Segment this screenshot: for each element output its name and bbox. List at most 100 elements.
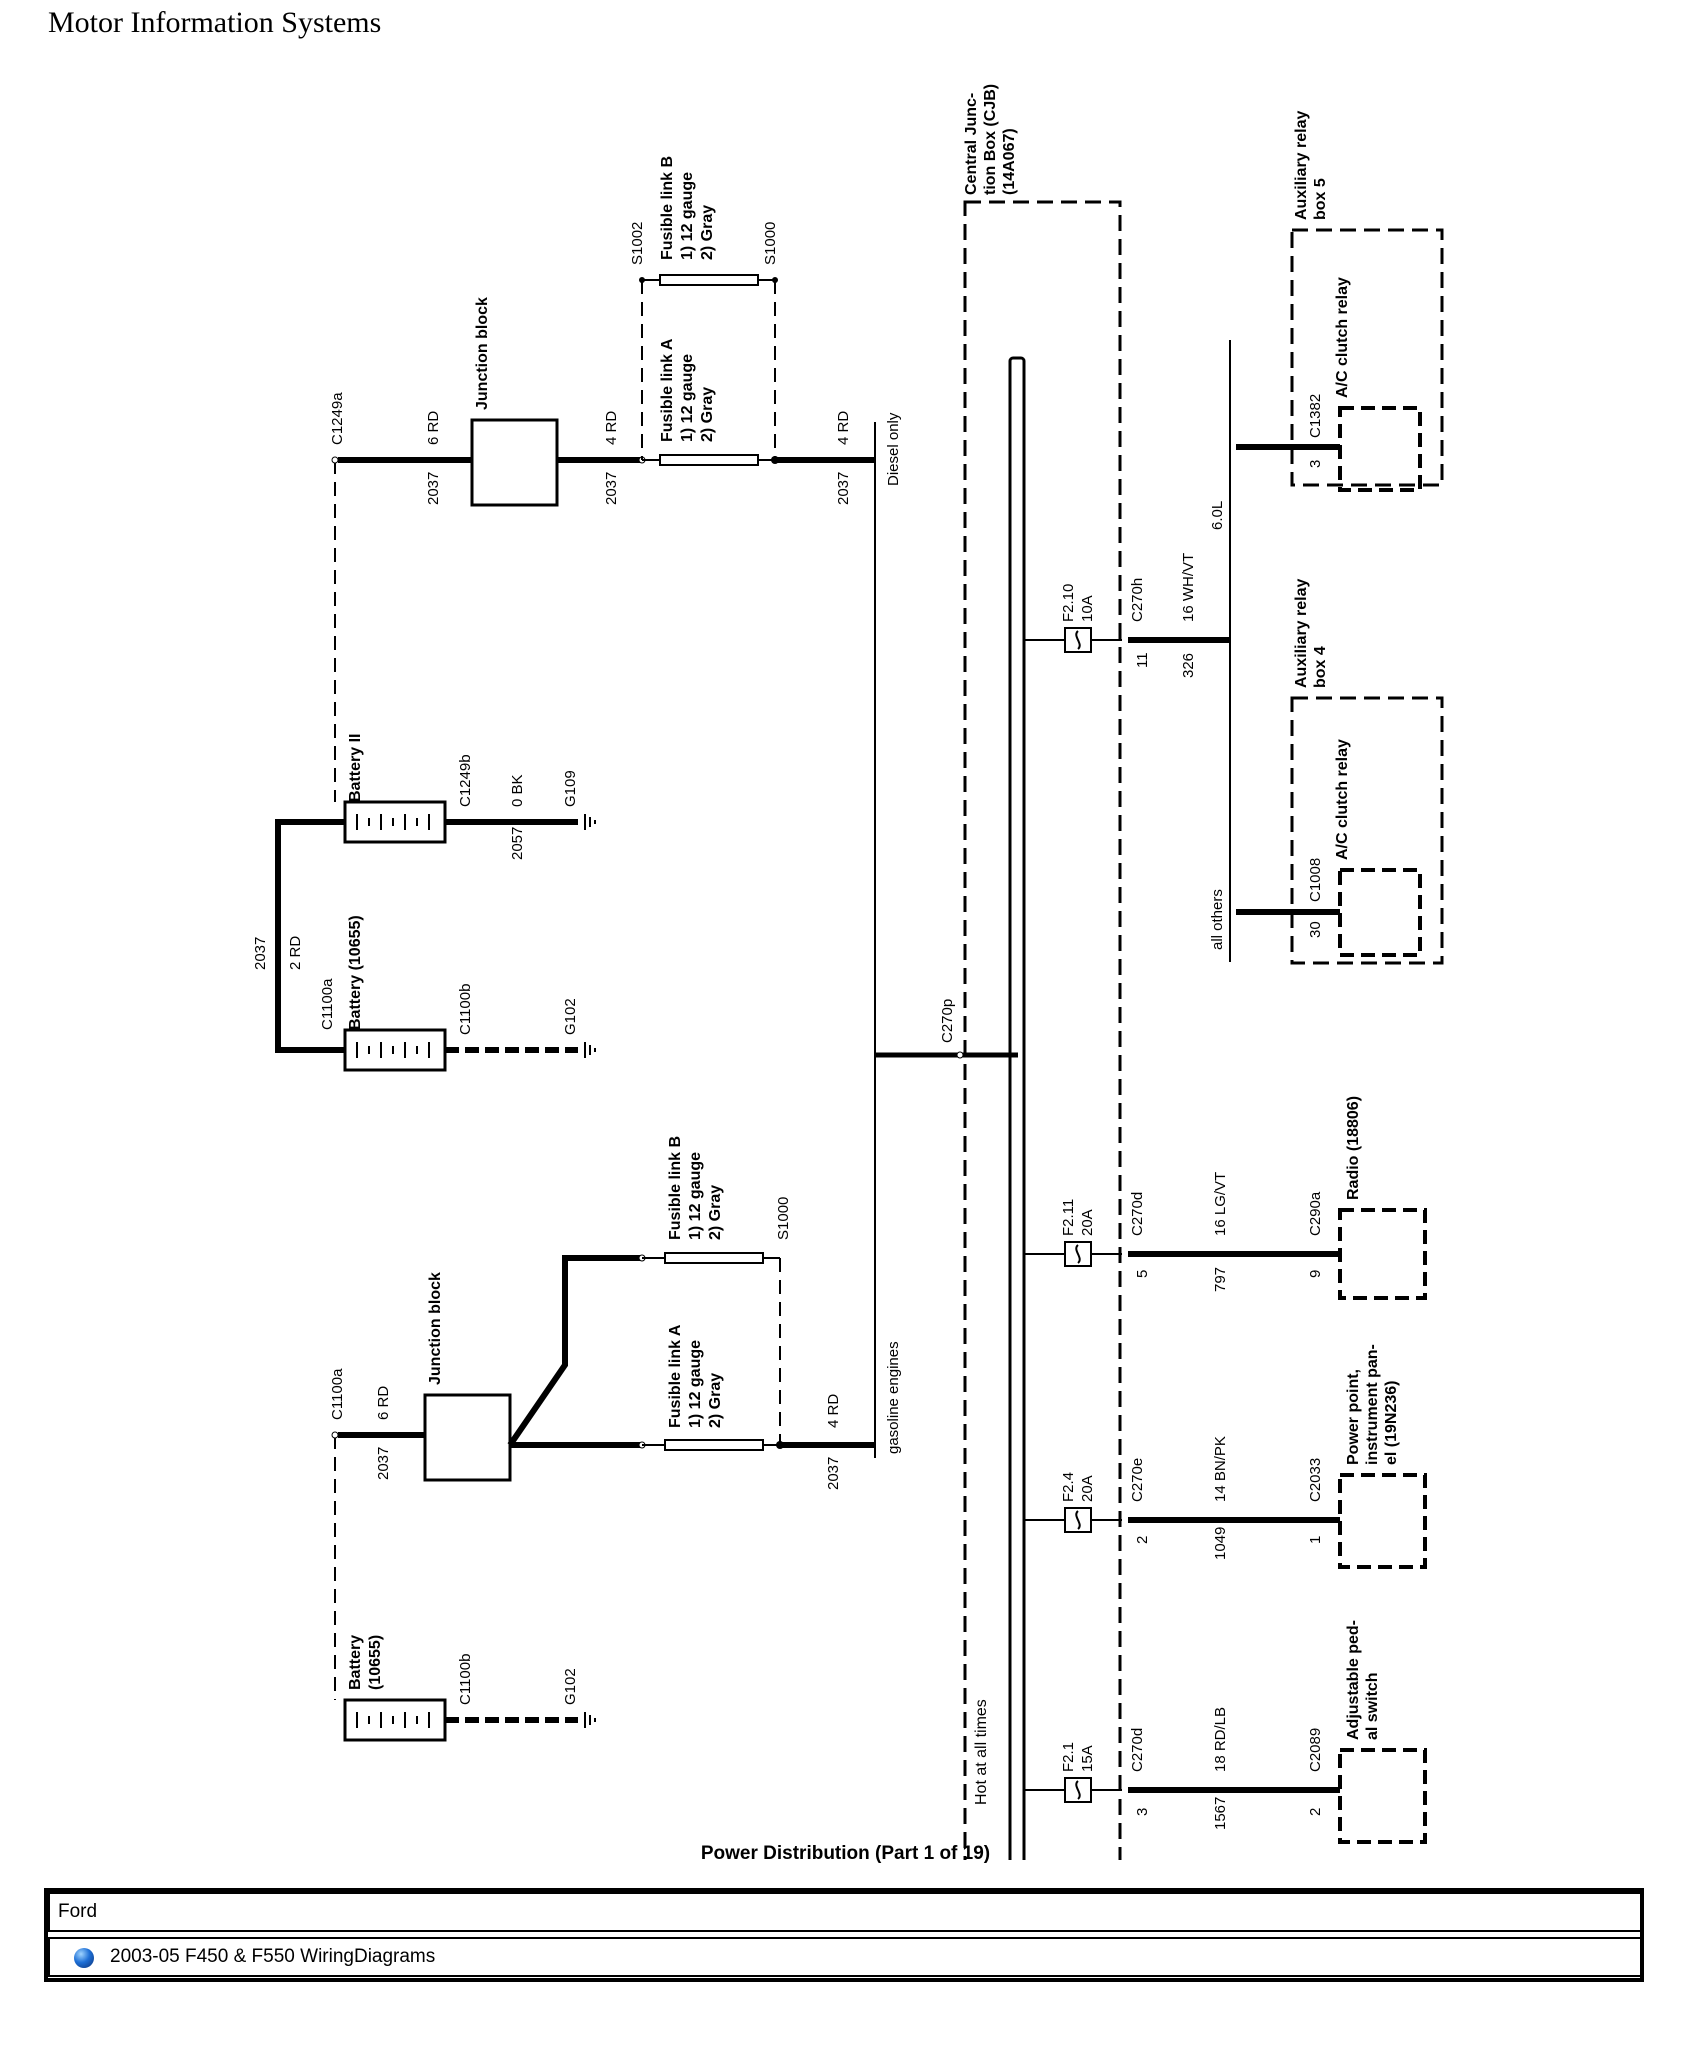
diesel-battery1-conn: C1100b bbox=[457, 984, 474, 1035]
diesel-battery2: Battery II bbox=[347, 734, 364, 802]
fuse-f2-1-connector: C270d bbox=[1129, 1728, 1146, 1772]
relay-box-5-title-2: box 5 bbox=[1312, 178, 1329, 220]
gas-link-a-color: 2) Gray bbox=[707, 1373, 724, 1428]
fuse-f2-10-pin: 11 bbox=[1134, 652, 1151, 668]
footer-document-title[interactable]: 2003-05 F450 & F550 WiringDiagrams bbox=[110, 1946, 436, 1967]
globe-icon bbox=[74, 1948, 94, 1968]
wiring-diagram: Central Junc- tion Box (CJB) (14A067) Ho… bbox=[0, 50, 1691, 1860]
fuse-f2-11-connector: C270d bbox=[1129, 1192, 1146, 1236]
diesel-splice-b: S1000 bbox=[762, 222, 779, 265]
fuse-f2-4-dest-pin: 1 bbox=[1307, 1536, 1324, 1544]
fuse-f2-4-amps: 20A bbox=[1079, 1475, 1096, 1502]
diesel-jb-out-wire: 4 RD bbox=[603, 411, 620, 445]
fuse-f2-4-wire: 14 BN/PK bbox=[1212, 1436, 1229, 1502]
fuse-f2-1-dest-line1: Adjustable ped- bbox=[1345, 1620, 1362, 1740]
gas-link-b-color: 2) Gray bbox=[707, 1185, 724, 1240]
fuse-f2-11-pin: 5 bbox=[1134, 1270, 1151, 1278]
fuse-f2-11-amps: 20A bbox=[1079, 1209, 1096, 1236]
gas-link-b-gauge: 1) 12 gauge bbox=[687, 1152, 704, 1240]
cjb-title-line3: (14A067) bbox=[1001, 128, 1018, 195]
fuse-f2-1: F2.1 15A C270d 3 1567 18 RD/LB C2089 2 A… bbox=[1024, 1620, 1427, 1844]
diesel-battery2-conn: C1249b bbox=[457, 754, 474, 807]
all-others-label: all others bbox=[1209, 889, 1226, 950]
relay-box-4-title-2: box 4 bbox=[1312, 646, 1329, 688]
fuse-f2-10-connector: C270h bbox=[1129, 578, 1146, 622]
diesel-link-a-color: 2) Gray bbox=[699, 387, 716, 442]
diesel-splice-a: S1002 bbox=[629, 222, 646, 265]
hot-label: Hot at all times bbox=[973, 1699, 990, 1805]
relay-box-4-conn: C1008 bbox=[1307, 858, 1324, 902]
gas-link-a-title: Fusible link A bbox=[667, 1324, 684, 1428]
relay-box-4: Auxiliary relay box 4 A/C clutch relay C… bbox=[1236, 579, 1444, 965]
footer-make: Ford bbox=[48, 1892, 1642, 1932]
footer-panel: Ford 2003-05 F450 & F550 WiringDiagrams bbox=[44, 1888, 1644, 1982]
fuse-f2-1-id: F2.1 bbox=[1060, 1742, 1077, 1772]
gas-splice: S1000 bbox=[775, 1197, 792, 1240]
diesel-feed-section: Battery (10655) C1100a C1100b G102 2037 … bbox=[252, 156, 875, 1072]
diesel-link-b-title: Fusible link B bbox=[659, 156, 676, 260]
fuse-f2-4-dest-line1: Power point, bbox=[1345, 1369, 1362, 1465]
fuse-f2-4-pin: 2 bbox=[1134, 1536, 1151, 1544]
site-title: Motor Information Systems bbox=[48, 6, 382, 39]
cjb-box bbox=[963, 200, 1122, 1860]
diesel-link-b-gauge: 1) 12 gauge bbox=[679, 172, 696, 260]
gas-jb-conn: C1100a bbox=[329, 1368, 346, 1420]
diagram-caption: Power Distribution (Part 1 of 19) bbox=[700, 1843, 991, 1864]
gas-ground: G102 bbox=[562, 1668, 579, 1705]
fuse-f2-10: F2.10 10A C270h 11 326 16 WH/VT bbox=[1024, 553, 1230, 678]
gas-link-b-title: Fusible link B bbox=[667, 1136, 684, 1240]
fuse-f2-11: F2.11 20A C270d 5 797 16 LG/VT C290a 9 R… bbox=[1024, 1096, 1427, 1300]
diesel-link-b-color: 2) Gray bbox=[699, 205, 716, 260]
diesel-only-label: Diesel only bbox=[885, 412, 902, 486]
fuse-f2-1-dest-pin: 2 bbox=[1307, 1808, 1324, 1816]
diesel-junction-block: Junction block bbox=[474, 297, 491, 410]
diesel-ground2-wire: 0 BK bbox=[509, 774, 526, 807]
wiring-diagram-svg: Central Junc- tion Box (CJB) (14A067) Ho… bbox=[252, 84, 1444, 1860]
relay-box-4-relay: A/C clutch relay bbox=[1334, 739, 1351, 860]
diesel-link-a-title: Fusible link A bbox=[659, 338, 676, 442]
fuse-f2-11-dest-conn: C290a bbox=[1307, 1191, 1324, 1236]
diesel-ground2: G109 bbox=[562, 770, 579, 807]
gas-jb-circuit: 2037 bbox=[375, 1447, 392, 1480]
relay-box-5-title-1: Auxiliary relay bbox=[1293, 111, 1310, 221]
relay-box-5-conn: C1382 bbox=[1307, 394, 1324, 438]
diesel-jb-wire: 6 RD bbox=[425, 411, 442, 445]
fuse-f2-10-id: F2.10 bbox=[1060, 584, 1077, 622]
fuse-f2-4: F2.4 20A C270e 2 1049 14 BN/PK C2033 1 P… bbox=[1024, 1344, 1427, 1569]
fuse-f2-10-wire: 16 WH/VT bbox=[1180, 553, 1197, 622]
cjb-title-line1: Central Junc- bbox=[963, 93, 980, 195]
diesel-jb-out-circuit: 2037 bbox=[603, 472, 620, 505]
fuse-f2-4-dest-line3: el (19N236) bbox=[1383, 1381, 1400, 1466]
cjb-title: Central Junc- tion Box (CJB) (14A067) bbox=[963, 84, 1018, 195]
fuse-f2-10-amps: 10A bbox=[1079, 595, 1096, 622]
diesel-out-circuit: 2037 bbox=[835, 472, 852, 505]
fuse-f2-1-dest-conn: C2089 bbox=[1307, 1728, 1324, 1772]
relay-box-4-title-1: Auxiliary relay bbox=[1293, 579, 1310, 689]
relay-box-5-pin: 3 bbox=[1307, 460, 1324, 468]
c270p-label: C270p bbox=[939, 999, 956, 1043]
gas-out-circuit: 2037 bbox=[825, 1457, 842, 1490]
footer-document-link[interactable]: 2003-05 F450 & F550 WiringDiagrams bbox=[48, 1937, 1642, 1977]
relay-box-5-relay: A/C clutch relay bbox=[1334, 277, 1351, 398]
fuse-f2-4-connector: C270e bbox=[1129, 1458, 1146, 1502]
relay-box-5: Auxiliary relay box 5 A/C clutch relay C… bbox=[1236, 111, 1444, 492]
diesel-battery1: Battery (10655) bbox=[347, 915, 364, 1030]
fuse-f2-4-id: F2.4 bbox=[1060, 1472, 1077, 1502]
gas-jb-wire: 6 RD bbox=[375, 1386, 392, 1420]
diesel-out-wire: 4 RD bbox=[835, 411, 852, 445]
fuse-f2-11-dest-line1: Radio (18806) bbox=[1345, 1096, 1362, 1200]
diesel-link-circuit: 2037 bbox=[252, 937, 269, 970]
gas-link-a-gauge: 1) 12 gauge bbox=[687, 1340, 704, 1428]
diesel-jb-circuit: 2037 bbox=[425, 472, 442, 505]
gas-feed-section: Battery (10655) C1100b G102 C1100a 2037 … bbox=[329, 1136, 875, 1742]
hot-bus-bar bbox=[1008, 356, 1026, 1860]
fuse-f2-1-wire: 18 RD/LB bbox=[1212, 1707, 1229, 1772]
fuse-f2-4-dest-conn: C2033 bbox=[1307, 1458, 1324, 1502]
cjb-title-line2: tion Box (CJB) bbox=[982, 84, 999, 195]
c270p-pin bbox=[956, 1051, 964, 1059]
diesel-jb-conn: C1249a bbox=[329, 392, 346, 445]
engine-6l-label: 6.0L bbox=[1209, 501, 1226, 530]
fuse-f2-11-dest-pin: 9 bbox=[1307, 1270, 1324, 1278]
diesel-battery1-conn-top: C1100a bbox=[319, 978, 336, 1030]
relay-box-4-pin: 30 bbox=[1307, 921, 1324, 938]
